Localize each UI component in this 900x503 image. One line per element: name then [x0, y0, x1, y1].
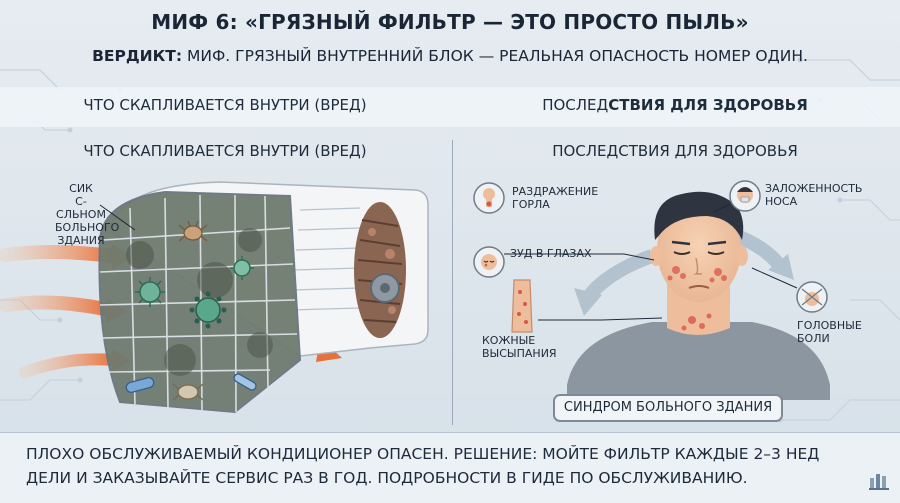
band-heading-right: ПОСЛЕДСТВИЯ ДЛЯ ЗДОРОВЬЯ [450, 96, 900, 114]
person-face [657, 198, 741, 302]
dust-mite-icon [178, 220, 208, 242]
verdict-label: ВЕРДИКТ: [92, 47, 183, 65]
section-heading-harm: ЧТО СКАПЛИВАЕТСЯ ВНУТРИ (ВРЕД) [83, 142, 367, 160]
person-ear-left [650, 246, 662, 266]
label-pointer-line [99, 204, 136, 231]
nose-symptom-label: ЗАЛОЖЕННОСТЬ НОСА [765, 182, 863, 208]
section-heading-health: ПОСЛЕДСТВИЯ ДЛЯ ЗДОРОВЬЯ [552, 142, 798, 160]
brand-logo-icon [869, 474, 889, 490]
band-heading-right-normal: ПОСЛЕД [542, 96, 609, 114]
heat-arrow-2 [0, 295, 117, 317]
eye-symptom-label: ЗУД В ГЛАЗАХ [510, 247, 592, 260]
panel-divider [452, 140, 453, 425]
symptom-pointer-lines [504, 203, 798, 321]
ac-filter-illustration [0, 181, 429, 414]
heat-arrow-1 [0, 245, 122, 263]
face-rash [667, 266, 727, 283]
footer-band [0, 432, 900, 503]
bacteria-icon [125, 377, 155, 393]
germ-icons [125, 220, 257, 401]
throat-symptom-label: РАЗДРАЖЕНИЕ ГОРЛА [512, 185, 599, 211]
dust-mite-icon [172, 383, 204, 401]
circulation-arrow-left [580, 249, 655, 304]
bacteria-icon [233, 373, 257, 391]
footer-text: ПЛОХО ОБСЛУЖИВАЕМЫЙ КОНДИЦИОНЕР ОПАСЕН. … [26, 442, 876, 490]
verdict-line: ВЕРДИКТ: МИФ. ГРЯЗНЫЙ ВНУТРЕННИЙ БЛОК — … [0, 47, 900, 65]
footer-line-1: ПЛОХО ОБСЛУЖИВАЕМЫЙ КОНДИЦИОНЕР ОПАСЕН. … [26, 445, 820, 463]
neck-rash [681, 313, 712, 331]
germ-icon [230, 256, 254, 280]
person-hair [654, 191, 744, 240]
syndrome-label-box: СИНДРОМ БОЛЬНОГО ЗДАНИЯ [553, 394, 783, 422]
headache-icon [796, 281, 828, 313]
eye-symptom-icon [473, 246, 505, 278]
heat-arrow-3 [19, 353, 121, 378]
germ-icon [135, 277, 165, 307]
filter-contaminant-label: СИК С-СЛЬНОМ БОЛЬНОГО ЗДАНИЯ [55, 182, 120, 247]
person-eye-left [673, 251, 691, 255]
band-heading-right-bold: СТВИЯ ДЛЯ ЗДОРОВЬЯ [608, 96, 808, 114]
skin-symptom-icon [511, 279, 533, 333]
band-heading-left: ЧТО СКАПЛИВАЕТСЯ ВНУТРИ (ВРЕД) [83, 96, 367, 114]
footer-line-2: ДЕЛИ И ЗАКАЗЫВАЙТЕ СЕРВИС РАЗ В ГОД. ПОД… [26, 469, 748, 487]
ac-louvers [289, 207, 361, 311]
person-shirt [567, 322, 830, 400]
health-effects-illustration [473, 180, 830, 400]
person-nose [693, 257, 702, 275]
virus-icon [189, 291, 227, 329]
skin-symptom-label: КОЖНЫЕ ВЫСЫПАНИЯ [482, 334, 557, 360]
throat-symptom-icon [473, 182, 505, 214]
page-title: МИФ 6: «ГРЯЗНЫЙ ФИЛЬТР — ЭТО ПРОСТО ПЫЛЬ… [151, 10, 749, 34]
nose-symptom-icon [729, 180, 761, 212]
person-eye-right [707, 251, 725, 255]
verdict-text: МИФ. ГРЯЗНЫЙ ВНУТРЕННИЙ БЛОК — РЕАЛЬНАЯ … [187, 47, 808, 65]
header-band [0, 87, 900, 127]
person-ear-right [736, 246, 748, 266]
headache-symptom-label: ГОЛОВНЫЕ БОЛИ [797, 319, 862, 345]
person-mouth [688, 285, 710, 289]
